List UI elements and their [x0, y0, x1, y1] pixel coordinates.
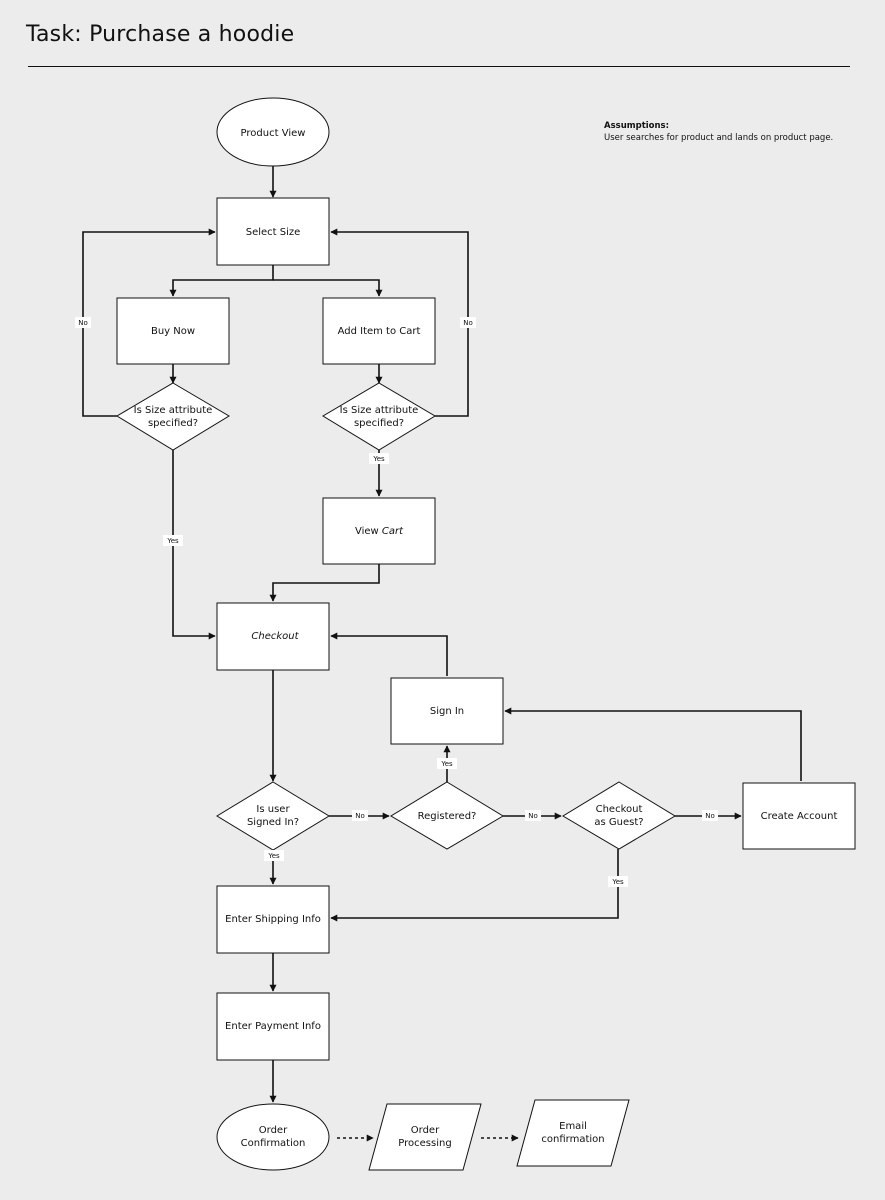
label-product-view: Product View [241, 128, 306, 139]
edge-view-cart-to-checkout [269, 564, 380, 602]
svg-text:No: No [528, 812, 538, 820]
label-checkout-guest-line2: as Guest? [594, 817, 643, 828]
edge-label-no-guest: No [702, 810, 718, 821]
node-labels: Product View Select Size Buy Now Add Ite… [134, 128, 838, 1149]
node-buy-now [116, 297, 230, 365]
label-order-processing-line1: Order [411, 1125, 440, 1136]
assumptions-heading: Assumptions: [604, 121, 670, 131]
label-registered: Registered? [418, 811, 477, 822]
node-checkout-guest [562, 781, 676, 850]
svg-text:Yes: Yes [611, 878, 624, 886]
node-checkout [216, 602, 330, 671]
node-add-to-cart [322, 297, 436, 365]
label-sign-in: Sign In [430, 706, 464, 717]
label-order-confirmation-line1: Order [259, 1125, 288, 1136]
node-view-cart [322, 497, 436, 565]
label-is-signed-in-line2: Signed In? [247, 817, 299, 828]
label-order-processing-line2: Processing [398, 1138, 451, 1149]
node-create-account [742, 782, 856, 850]
node-order-processing [368, 1103, 482, 1171]
label-is-signed-in-line1: Is user [256, 804, 290, 815]
node-size-check-right [322, 382, 436, 451]
edge-label-yes-signed-in: Yes [264, 850, 284, 861]
label-shipping: Enter Shipping Info [225, 914, 321, 925]
edge-create-account-to-sign-in [504, 707, 802, 781]
title-divider [28, 66, 850, 67]
node-select-size [216, 197, 330, 266]
edge-label-yes-right-size: Yes [369, 453, 389, 464]
node-order-confirmation [216, 1103, 330, 1171]
edge-guest-yes-to-shipping [330, 849, 619, 922]
edge-label-yes-registered: Yes [437, 758, 457, 769]
node-is-signed-in [216, 781, 330, 851]
label-create-account: Create Account [761, 811, 838, 822]
svg-text:No: No [463, 319, 473, 327]
svg-text:No: No [78, 319, 88, 327]
edge-labels: No No Yes Yes Yes No Yes No No Yes [75, 317, 718, 887]
svg-text:Yes: Yes [166, 537, 179, 545]
edge-select-to-buy-now [169, 265, 274, 297]
node-shipping [216, 885, 330, 954]
svg-text:No: No [355, 812, 365, 820]
label-size-check-right-line1: Is Size attribute [340, 405, 419, 416]
label-email-line1: Email [559, 1121, 587, 1132]
svg-text:No: No [705, 812, 715, 820]
svg-text:Yes: Yes [372, 455, 385, 463]
node-sign-in [390, 677, 504, 745]
node-size-check-left [116, 382, 230, 451]
label-checkout-guest-line1: Checkout [596, 804, 643, 815]
edge-label-yes-guest: Yes [608, 876, 628, 887]
label-select-size: Select Size [246, 227, 301, 238]
edge-sign-in-to-checkout [330, 632, 448, 676]
edge-left-yes-to-checkout [172, 450, 216, 640]
node-product-view [216, 97, 330, 167]
label-view-cart-italic: Cart [382, 526, 404, 537]
assumptions-text: User searches for product and lands on p… [604, 133, 834, 143]
node-email-confirmation [516, 1099, 630, 1167]
edge-label-no-left: No [75, 317, 91, 328]
edge-label-yes-left-size: Yes [163, 535, 183, 546]
edge-select-to-add-cart [273, 279, 383, 297]
flowchart-nodes [116, 97, 856, 1171]
label-checkout: Checkout [251, 631, 299, 642]
label-payment: Enter Payment Info [225, 1021, 321, 1032]
edge-label-no-registered: No [525, 810, 541, 821]
edge-label-no-signed-in: No [352, 810, 368, 821]
label-order-confirmation-line2: Confirmation [241, 1138, 306, 1149]
svg-text:Yes: Yes [267, 852, 280, 860]
node-payment [216, 992, 330, 1061]
label-view-cart: View Cart [355, 526, 404, 537]
label-add-to-cart: Add Item to Cart [338, 326, 421, 337]
label-view-cart-plain: View [355, 526, 382, 537]
page-title: Task: Purchase a hoodie [26, 22, 295, 47]
label-size-check-left-line2: specified? [148, 418, 198, 429]
edge-label-no-right: No [460, 317, 476, 328]
label-size-check-left-line1: Is Size attribute [134, 405, 213, 416]
label-email-line2: confirmation [541, 1134, 604, 1145]
node-registered [390, 781, 504, 850]
label-size-check-right-line2: specified? [354, 418, 404, 429]
label-buy-now: Buy Now [151, 326, 195, 337]
assumptions-note: Assumptions: User searches for product a… [604, 120, 833, 144]
svg-text:Yes: Yes [440, 760, 453, 768]
